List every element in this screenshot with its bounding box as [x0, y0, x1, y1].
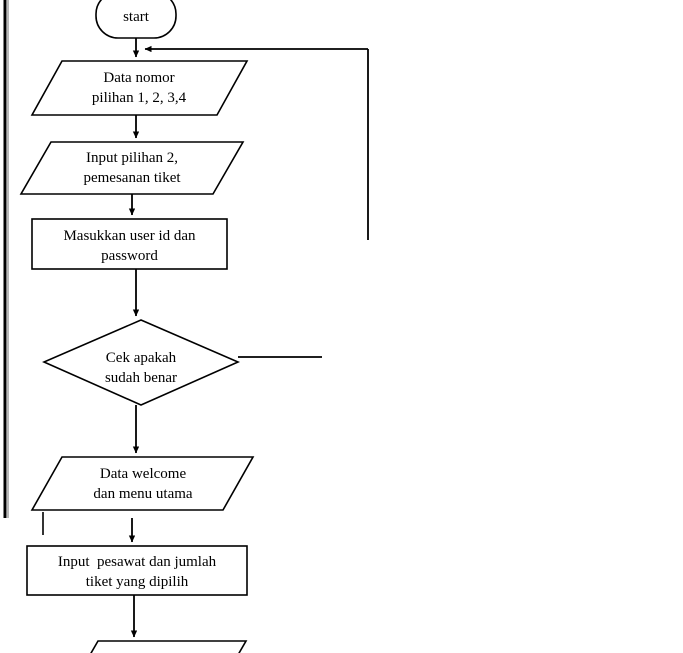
node-data-nomor[interactable]: [30, 60, 249, 116]
node-cek-benar[interactable]: [42, 319, 240, 406]
node-data-welcome[interactable]: [30, 456, 255, 511]
node-start[interactable]: [95, 0, 177, 39]
node-bottom-partial[interactable]: [68, 640, 248, 653]
node-input-pesawat[interactable]: [26, 545, 248, 596]
node-input-pilihan[interactable]: [19, 141, 245, 195]
node-masukkan-user-id[interactable]: [31, 218, 228, 270]
